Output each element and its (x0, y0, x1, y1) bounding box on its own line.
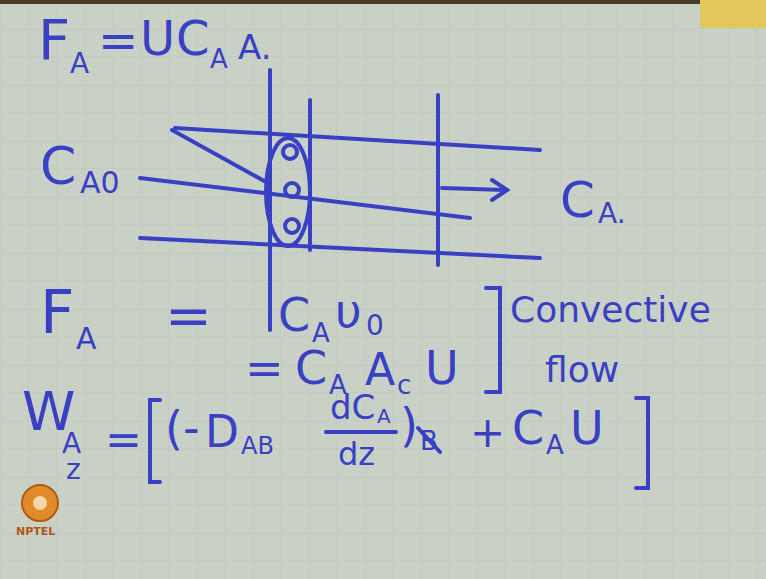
handwritten-term: D (205, 410, 239, 454)
handwritten-term: C (512, 405, 544, 451)
handwritten-term: C (40, 140, 76, 192)
cross-section-line (268, 70, 272, 330)
handwritten-term: flow (545, 352, 619, 388)
top-edge (0, 0, 766, 4)
outlet-line (436, 95, 440, 265)
handwritten-term: F (40, 282, 75, 342)
molecule (283, 145, 297, 159)
handwritten-term: = (165, 288, 212, 344)
handwritten-term: A (312, 320, 330, 346)
flow-arrow (442, 188, 505, 190)
handwritten-term: C (278, 292, 310, 338)
handwritten-term: A. (598, 200, 626, 228)
handwritten-term: A. (238, 30, 271, 64)
logo-text: NPTEL (16, 526, 55, 537)
handwritten-term: C (295, 345, 327, 391)
handwritten-term: U (425, 345, 459, 391)
handwritten-term: υ (335, 288, 362, 334)
handwritten-term: 0 (366, 312, 384, 340)
nptel-logo (22, 485, 58, 521)
handwritten-term: = (245, 345, 284, 391)
bracket (486, 288, 500, 392)
handwritten-term: ) (400, 402, 418, 448)
handwritten-term: A (70, 50, 89, 78)
handwritten-term: A (546, 432, 564, 458)
fraction-bar (326, 430, 396, 434)
handwritten-term: dC (330, 390, 375, 424)
handwritten-term: z (66, 456, 81, 484)
center-line (140, 178, 470, 218)
handwritten-term: F (38, 12, 70, 68)
handwritten-term: AB (241, 434, 274, 458)
handwritten-term: A (76, 324, 97, 354)
handwritten-term: C (176, 14, 210, 62)
bracket (636, 398, 648, 488)
handwritten-term: = (105, 418, 142, 462)
handwritten-term: C (560, 175, 595, 225)
handwritten-term: B (420, 428, 438, 454)
bracket (150, 400, 160, 482)
handwritten-term: c (397, 372, 411, 398)
nptel-logo-center (33, 496, 47, 510)
handwritten-term: dz (338, 438, 375, 470)
molecule (285, 219, 299, 233)
handwritten-term: A (210, 46, 228, 72)
handwritten-term: A0 (80, 168, 120, 198)
handwritten-term: A (377, 406, 391, 426)
handwritten-term: Convective (510, 292, 711, 328)
tube-wall-bottom (140, 238, 540, 258)
arrow-head (492, 180, 507, 200)
tube-wall-top (175, 128, 540, 150)
handwritten-term: A (365, 348, 395, 392)
cross-section-ellipse (266, 138, 310, 246)
handwritten-term: + (470, 412, 505, 454)
handwritten-term: = (98, 16, 138, 64)
corner-patch (700, 0, 766, 28)
handwritten-term: U (570, 405, 604, 451)
molecule (285, 183, 299, 197)
handwritten-term: (- (165, 405, 200, 451)
entry-line (172, 130, 266, 182)
handwritten-term: U (140, 14, 175, 62)
handwritten-term: A (62, 430, 81, 458)
